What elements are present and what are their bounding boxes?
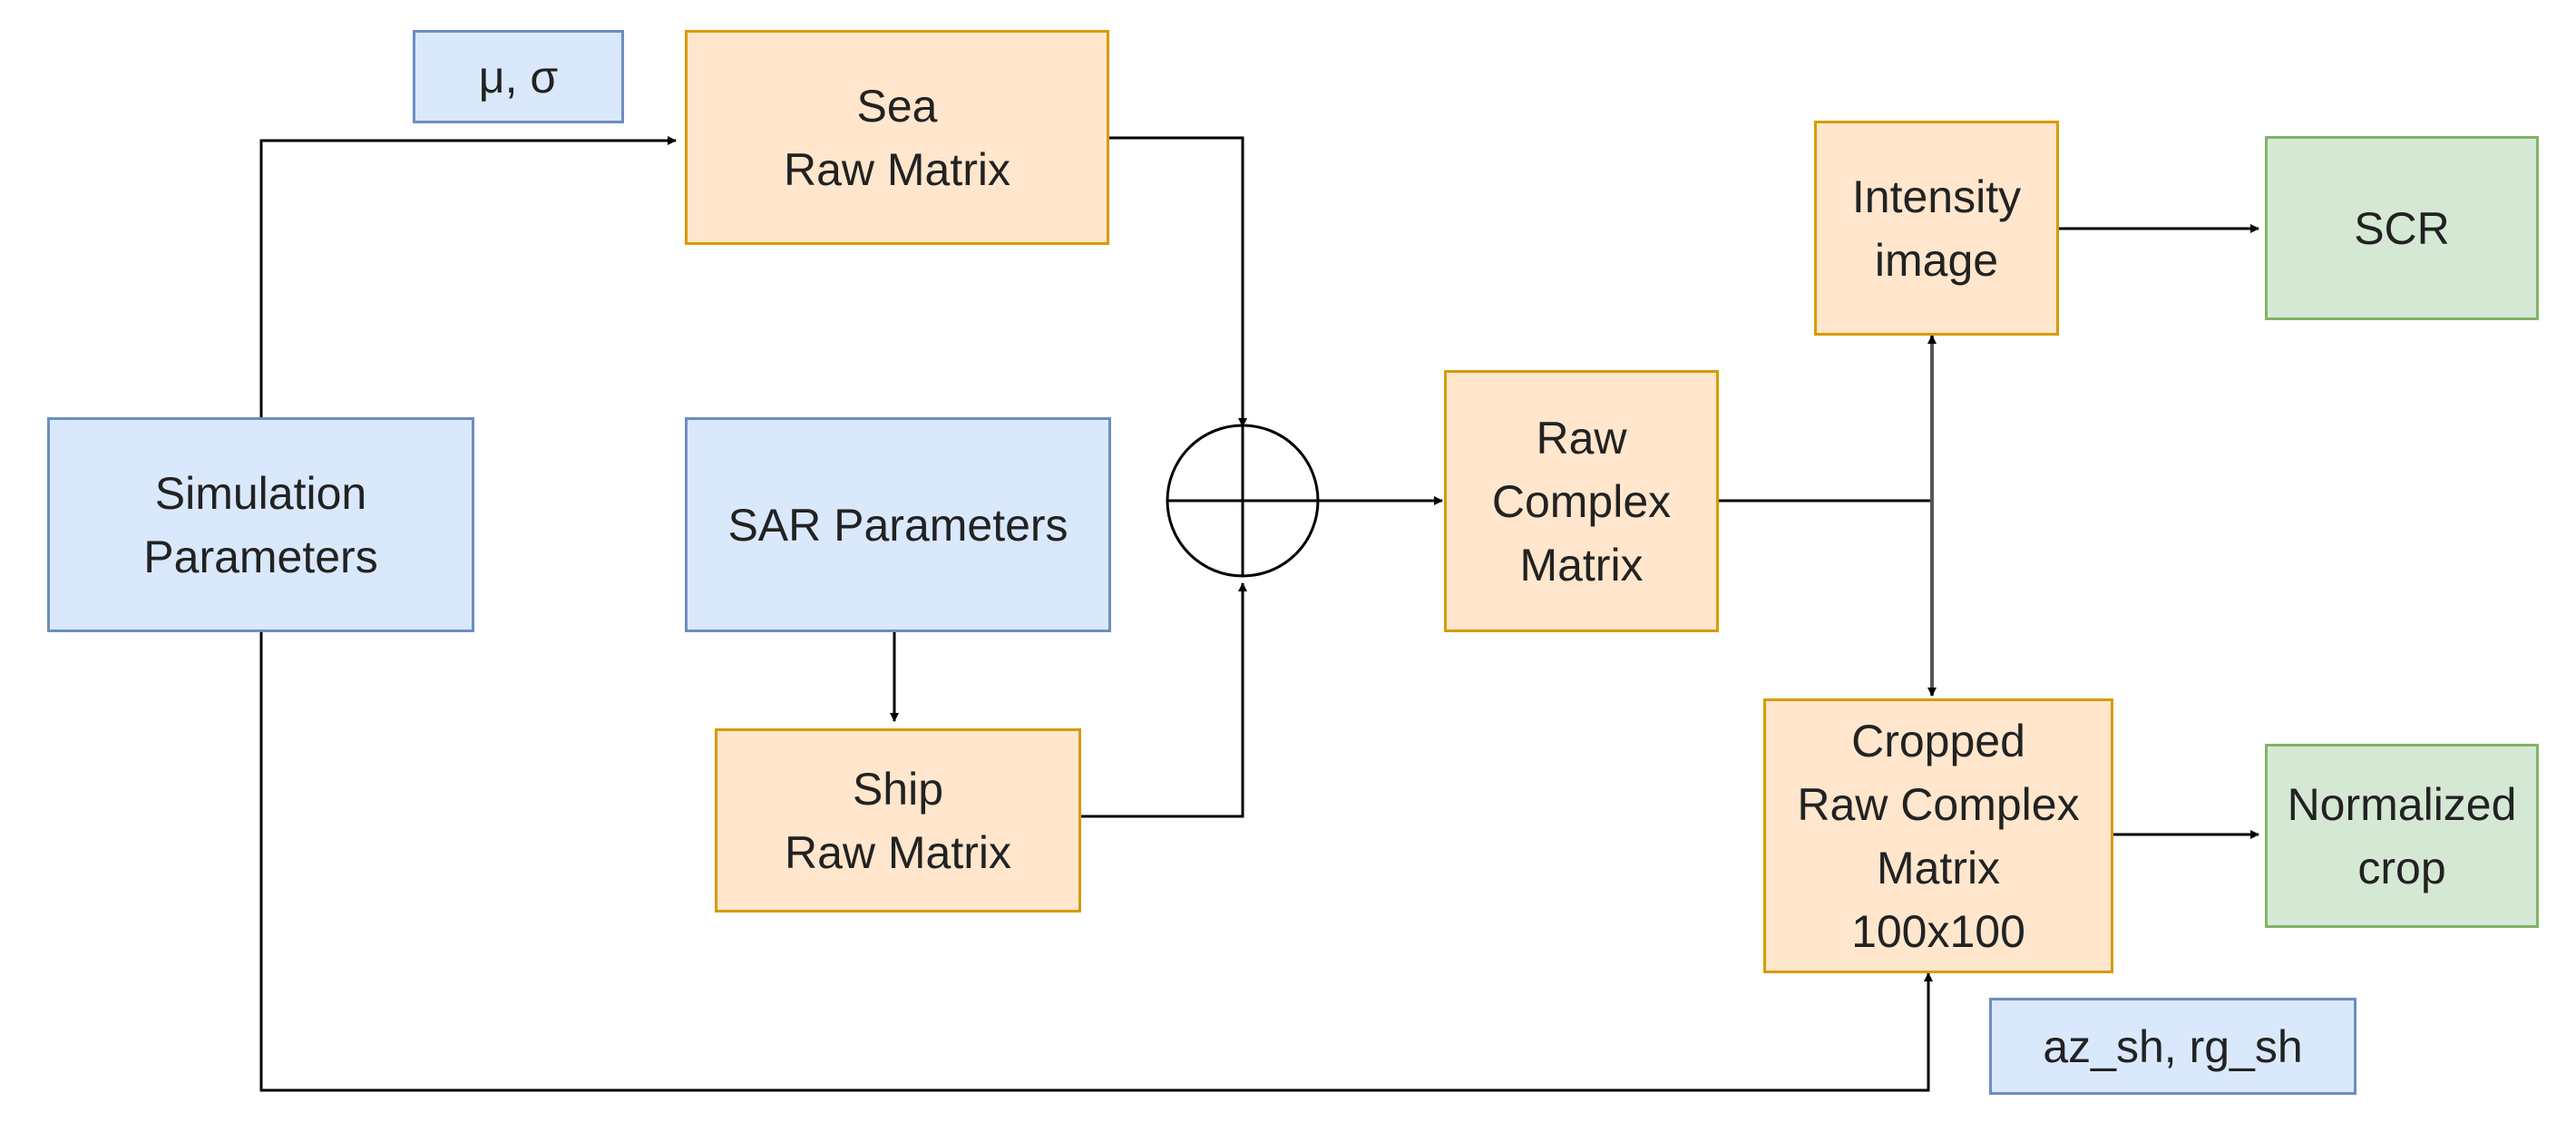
raw-complex-matrix-node: Raw Complex Matrix — [1444, 370, 1719, 632]
intensity-image-node: Intensity image — [1814, 121, 2059, 336]
edge-simulation-to-sea — [259, 136, 677, 417]
edge-simulation-to-cropped — [259, 631, 1933, 1092]
cropped-raw-complex-matrix-node: Cropped Raw Complex Matrix 100x100 — [1763, 698, 2113, 973]
edge-sea-to-sum — [1107, 136, 1247, 427]
edge-ship-to-sum — [1078, 582, 1247, 818]
mu-sigma-label: μ, σ — [413, 30, 624, 123]
simulation-parameters-node: Simulation Parameters — [47, 417, 474, 632]
sea-raw-matrix-node: Sea Raw Matrix — [685, 30, 1109, 245]
scr-node: SCR — [2265, 136, 2539, 320]
normalized-crop-node: Normalized crop — [2265, 744, 2539, 928]
sar-parameters-node: SAR Parameters — [685, 417, 1111, 632]
az-rg-shift-label: az_sh, rg_sh — [1989, 998, 2356, 1095]
ship-raw-matrix-node: Ship Raw Matrix — [715, 728, 1081, 912]
sum-junction — [1166, 424, 1320, 578]
